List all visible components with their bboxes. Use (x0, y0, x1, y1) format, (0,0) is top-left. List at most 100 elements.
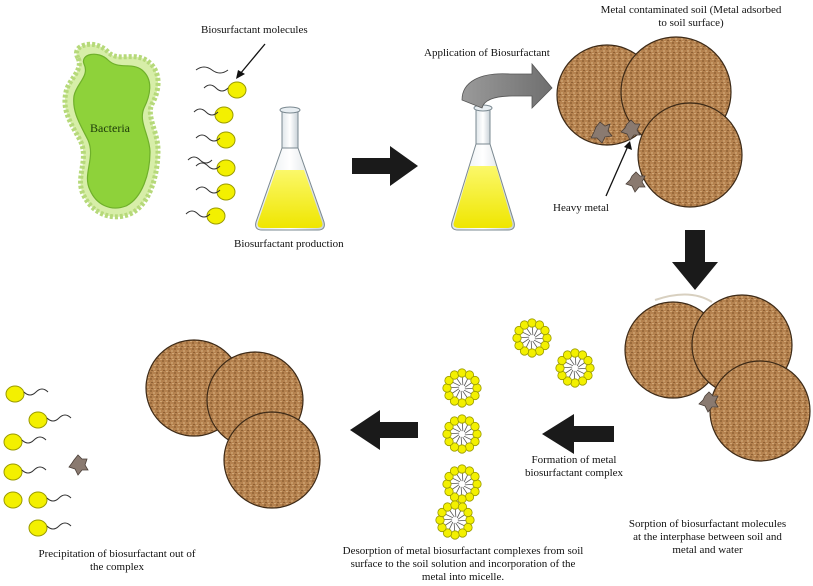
process-arrow-left (350, 410, 418, 450)
micelle-head (542, 333, 552, 343)
flask-production (255, 106, 325, 231)
micelle-head (449, 442, 460, 452)
bacteria-label: Bacteria (90, 121, 131, 135)
sorbed-metal-particle (698, 391, 719, 413)
micelle-head (534, 320, 545, 330)
precipitation-line1: Precipitation of biosurfactant out of (38, 548, 196, 560)
curved-application-arrow (461, 62, 553, 109)
micelle-head (557, 370, 567, 381)
micelle-head (512, 333, 522, 343)
precipitation-label: Precipitation of biosurfactant out of th… (22, 548, 212, 574)
sorption-soil-cluster (624, 293, 811, 462)
micelle-head (463, 522, 473, 533)
micelle-head (435, 515, 445, 525)
biosurfactant-molecules-group (185, 66, 247, 225)
biosurfactant-molecules-label: Biosurfactant molecules (201, 24, 308, 36)
micelle-head (442, 502, 453, 512)
micelle-head (457, 502, 468, 512)
flask-application (451, 104, 515, 231)
micelle-head (514, 325, 524, 336)
application-label: Application of Biosurfactant (424, 47, 550, 59)
micelle-head (464, 396, 475, 406)
process-arrow-right (352, 146, 418, 186)
micelle-head (449, 370, 460, 380)
micelle (442, 464, 482, 504)
micelle-head (457, 398, 467, 408)
micelle-head (442, 479, 452, 489)
contaminated-soil-cluster (556, 36, 743, 208)
metal-soil-label: Metal contaminated soil (Metal adsorbed … (578, 4, 804, 30)
micelle-head (527, 318, 537, 328)
molecules-pointer-arrow (239, 43, 266, 75)
micelle-head (457, 444, 467, 454)
heavy-metal-particles (590, 119, 646, 193)
micelle-head (540, 340, 550, 351)
micelle-head (444, 375, 454, 386)
micelle (442, 368, 482, 408)
micelle-head (457, 464, 467, 474)
micelle (442, 414, 482, 454)
micelle-head (442, 383, 452, 393)
biosurfactant-production-label: Biosurfactant production (234, 238, 344, 250)
micelle-head (444, 421, 454, 432)
micelle (435, 500, 475, 540)
micelle (555, 348, 595, 388)
micelle-head (457, 528, 468, 538)
micelle-head (514, 340, 524, 351)
micelle-head (450, 530, 460, 540)
precipitated-metal-particle (68, 454, 89, 476)
micelle-head (464, 492, 475, 502)
precipitated-molecules (3, 385, 72, 537)
micelle-head (464, 466, 475, 476)
micelle-head (470, 471, 480, 482)
process-arrow-left-mid (542, 414, 614, 454)
micelle-head (449, 466, 460, 476)
micelle-head (470, 436, 480, 447)
micelle (512, 318, 552, 358)
micelle-head (464, 416, 475, 426)
bacteria-cell (62, 41, 161, 220)
metal-soil-line2: to soil surface) (658, 17, 724, 29)
sorption-line1: Sorption of biosurfactant molecules (628, 518, 787, 530)
micelle-head (457, 494, 467, 504)
micelle-head (583, 370, 593, 381)
formation-line2: biosurfactant complex (524, 467, 624, 479)
micelle-head (562, 350, 573, 360)
desorption-label: Desorption of metal biosurfactant comple… (328, 545, 598, 584)
precipitation-line2: the complex (89, 561, 145, 573)
micelle-group (435, 318, 595, 540)
formation-label: Formation of metal biosurfactant complex (514, 454, 634, 480)
micelle-head (472, 479, 482, 489)
micelle-head (464, 442, 475, 452)
micelle-head (527, 348, 537, 358)
sorption-label: Sorption of biosurfactant molecules at t… (610, 518, 805, 557)
sorption-line3: metal and water (672, 544, 743, 556)
micelle-head (465, 515, 475, 525)
micelle-head (570, 348, 580, 358)
micelle-head (472, 383, 482, 393)
micelle-head (449, 396, 460, 406)
micelle-head (442, 429, 452, 439)
micelle-head (442, 528, 453, 538)
micelle-head (450, 500, 460, 510)
micelle-head (470, 390, 480, 401)
micelle-head (570, 378, 580, 388)
micelle-head (437, 507, 447, 518)
micelle-head (444, 436, 454, 447)
micelle-head (464, 370, 475, 380)
micelle-head (444, 471, 454, 482)
micelle-head (472, 429, 482, 439)
micelle-head (437, 522, 447, 533)
desorption-line3: metal into micelle. (421, 571, 505, 583)
formation-line1: Formation of metal (531, 454, 617, 466)
micelle-head (449, 416, 460, 426)
micelle-head (470, 375, 480, 386)
desorption-line2: surface to the soil solution and incorpo… (350, 558, 576, 570)
micelle-head (555, 363, 565, 373)
heavy-metal-pointer (605, 145, 629, 197)
micelle-head (540, 325, 550, 336)
sorption-line2: at the interphase between soil and (633, 531, 782, 543)
micelle-head (583, 355, 593, 366)
micelle-head (519, 346, 530, 356)
